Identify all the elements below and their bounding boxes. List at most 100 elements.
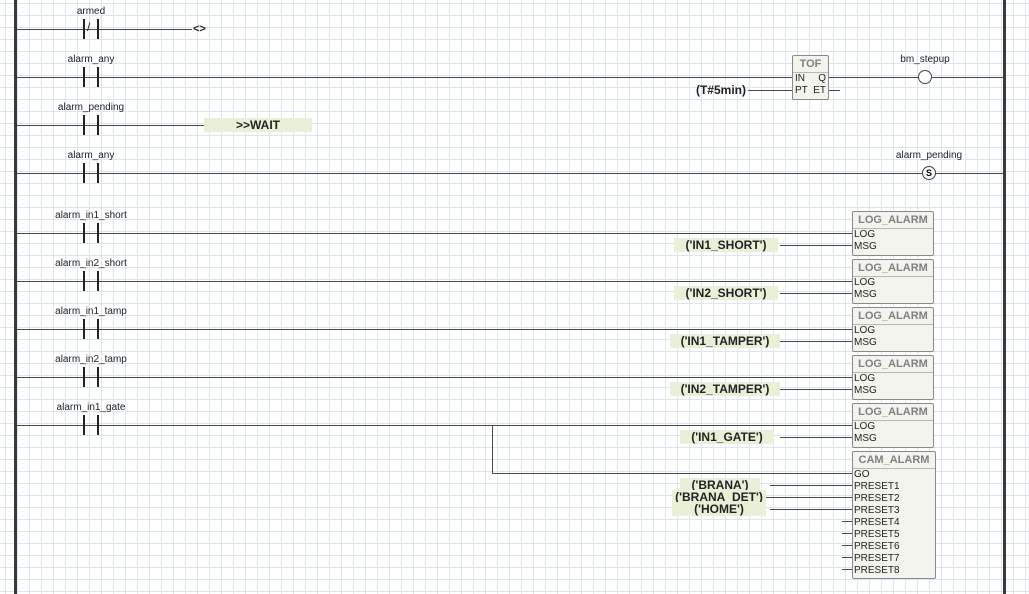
- preset-param[interactable]: ('BRANA'): [680, 478, 760, 492]
- coil-label: alarm_pending: [895, 150, 963, 161]
- cam-alarm-block[interactable]: CAM_ALARM GO PRESET1 PRESET2 PRESET3 PRE…: [852, 451, 936, 579]
- pin-label: Q: [818, 73, 826, 84]
- pin-label: MSG: [854, 241, 877, 252]
- pin-label: LOG: [854, 421, 876, 432]
- log-alarm-block[interactable]: LOG_ALARM LOG MSG: [852, 403, 934, 448]
- pin-label: PRESET6: [854, 541, 900, 552]
- pin-label: PRESET1: [854, 481, 900, 492]
- contact-label: alarm_in2_tamp: [55, 354, 127, 365]
- rung-wire: [17, 377, 853, 378]
- param-value[interactable]: ('IN1_SHORT'): [674, 238, 778, 252]
- set-coil[interactable]: S: [922, 166, 936, 180]
- pin-label: IN: [795, 73, 805, 84]
- no-contact[interactable]: [83, 319, 99, 339]
- branch-wire: [492, 425, 493, 473]
- contact-label: armed: [76, 6, 106, 17]
- pin-label: PRESET8: [854, 565, 900, 576]
- contact-label: alarm_in1_gate: [56, 402, 126, 413]
- no-contact[interactable]: [83, 67, 99, 87]
- rung-wire: [17, 425, 853, 426]
- pin-label: PRESET3: [854, 505, 900, 516]
- no-contact[interactable]: [83, 115, 99, 135]
- no-contact[interactable]: [83, 163, 99, 183]
- param-value[interactable]: ('IN2_TAMPER'): [670, 382, 780, 396]
- pin-label: PRESET7: [854, 553, 900, 564]
- param-wire: [780, 341, 853, 342]
- jump-label[interactable]: >>WAIT: [204, 118, 312, 132]
- rung-wire: [17, 173, 1003, 174]
- pin-label: PRESET5: [854, 529, 900, 540]
- block-title: LOG_ALARM: [858, 262, 928, 274]
- param-value[interactable]: ('IN2_SHORT'): [674, 286, 778, 300]
- param-wire: [766, 497, 854, 498]
- pin-label: LOG: [854, 325, 876, 336]
- param-wire: [770, 485, 854, 486]
- preset-stub: [842, 569, 854, 570]
- tof-block[interactable]: TOF IN PT Q ET: [792, 55, 829, 100]
- block-title: TOF: [799, 58, 822, 70]
- log-alarm-block[interactable]: LOG_ALARM LOG MSG: [852, 259, 934, 304]
- param-value[interactable]: (T#5min): [695, 83, 746, 97]
- rung-wire: [17, 29, 192, 30]
- param-wire: [780, 437, 853, 438]
- et-wire: [828, 90, 840, 91]
- pin-label: MSG: [854, 385, 877, 396]
- preset-param[interactable]: ('BRANA_DET'): [672, 490, 766, 504]
- no-contact[interactable]: [83, 415, 99, 435]
- negation-symbol: /: [87, 20, 91, 34]
- no-contact[interactable]: [83, 367, 99, 387]
- coil-type: S: [925, 168, 932, 178]
- no-contact[interactable]: [83, 271, 99, 291]
- preset-stub: [842, 545, 854, 546]
- rung-wire: [17, 125, 207, 126]
- rung-wire: [17, 281, 853, 282]
- param-wire: [770, 509, 854, 510]
- block-title: CAM_ALARM: [858, 454, 930, 466]
- block-title: LOG_ALARM: [858, 310, 928, 322]
- rung-wire: [17, 233, 853, 234]
- pin-label: MSG: [854, 289, 877, 300]
- pin-label: LOG: [854, 229, 876, 240]
- block-title: LOG_ALARM: [858, 406, 928, 418]
- preset-stub: [842, 521, 854, 522]
- param-value[interactable]: ('IN1_GATE'): [680, 430, 774, 444]
- contact-label: alarm_any: [67, 54, 115, 65]
- rung-wire: [17, 329, 853, 330]
- return-symbol: <>: [193, 23, 206, 35]
- pin-label: ET: [813, 85, 826, 96]
- contact-label: alarm_in1_tamp: [55, 306, 127, 317]
- preset-param[interactable]: ('HOME'): [672, 502, 766, 516]
- param-wire: [748, 90, 793, 91]
- pin-label: LOG: [854, 373, 876, 384]
- param-wire: [780, 389, 853, 390]
- branch-wire: [492, 473, 854, 474]
- param-value[interactable]: ('IN1_TAMPER'): [670, 334, 780, 348]
- contact-label: alarm_pending: [57, 102, 125, 113]
- contact-label: alarm_in2_short: [55, 258, 127, 269]
- log-alarm-block[interactable]: LOG_ALARM LOG MSG: [852, 355, 934, 400]
- log-alarm-block[interactable]: LOG_ALARM LOG MSG: [852, 307, 934, 352]
- pin-label: PT: [795, 85, 808, 96]
- coil-label: bm_stepup: [900, 54, 950, 65]
- param-wire: [780, 293, 853, 294]
- pin-label: PRESET4: [854, 517, 900, 528]
- pin-label: MSG: [854, 433, 877, 444]
- pin-label: GO: [854, 469, 870, 480]
- negated-contact[interactable]: /: [83, 19, 99, 39]
- rung-wire: [17, 77, 1003, 78]
- contact-label: alarm_any: [67, 150, 115, 161]
- block-title: LOG_ALARM: [858, 358, 928, 370]
- no-contact[interactable]: [83, 223, 99, 243]
- right-power-rail: [1003, 0, 1006, 594]
- left-power-rail: [14, 0, 17, 594]
- contact-label: alarm_in1_short: [55, 210, 127, 221]
- pin-label: MSG: [854, 337, 877, 348]
- param-wire: [780, 245, 853, 246]
- coil[interactable]: [918, 70, 932, 84]
- log-alarm-block[interactable]: LOG_ALARM LOG MSG: [852, 211, 934, 256]
- preset-stub: [842, 533, 854, 534]
- pin-label: PRESET2: [854, 493, 900, 504]
- pin-label: LOG: [854, 277, 876, 288]
- preset-stub: [842, 557, 854, 558]
